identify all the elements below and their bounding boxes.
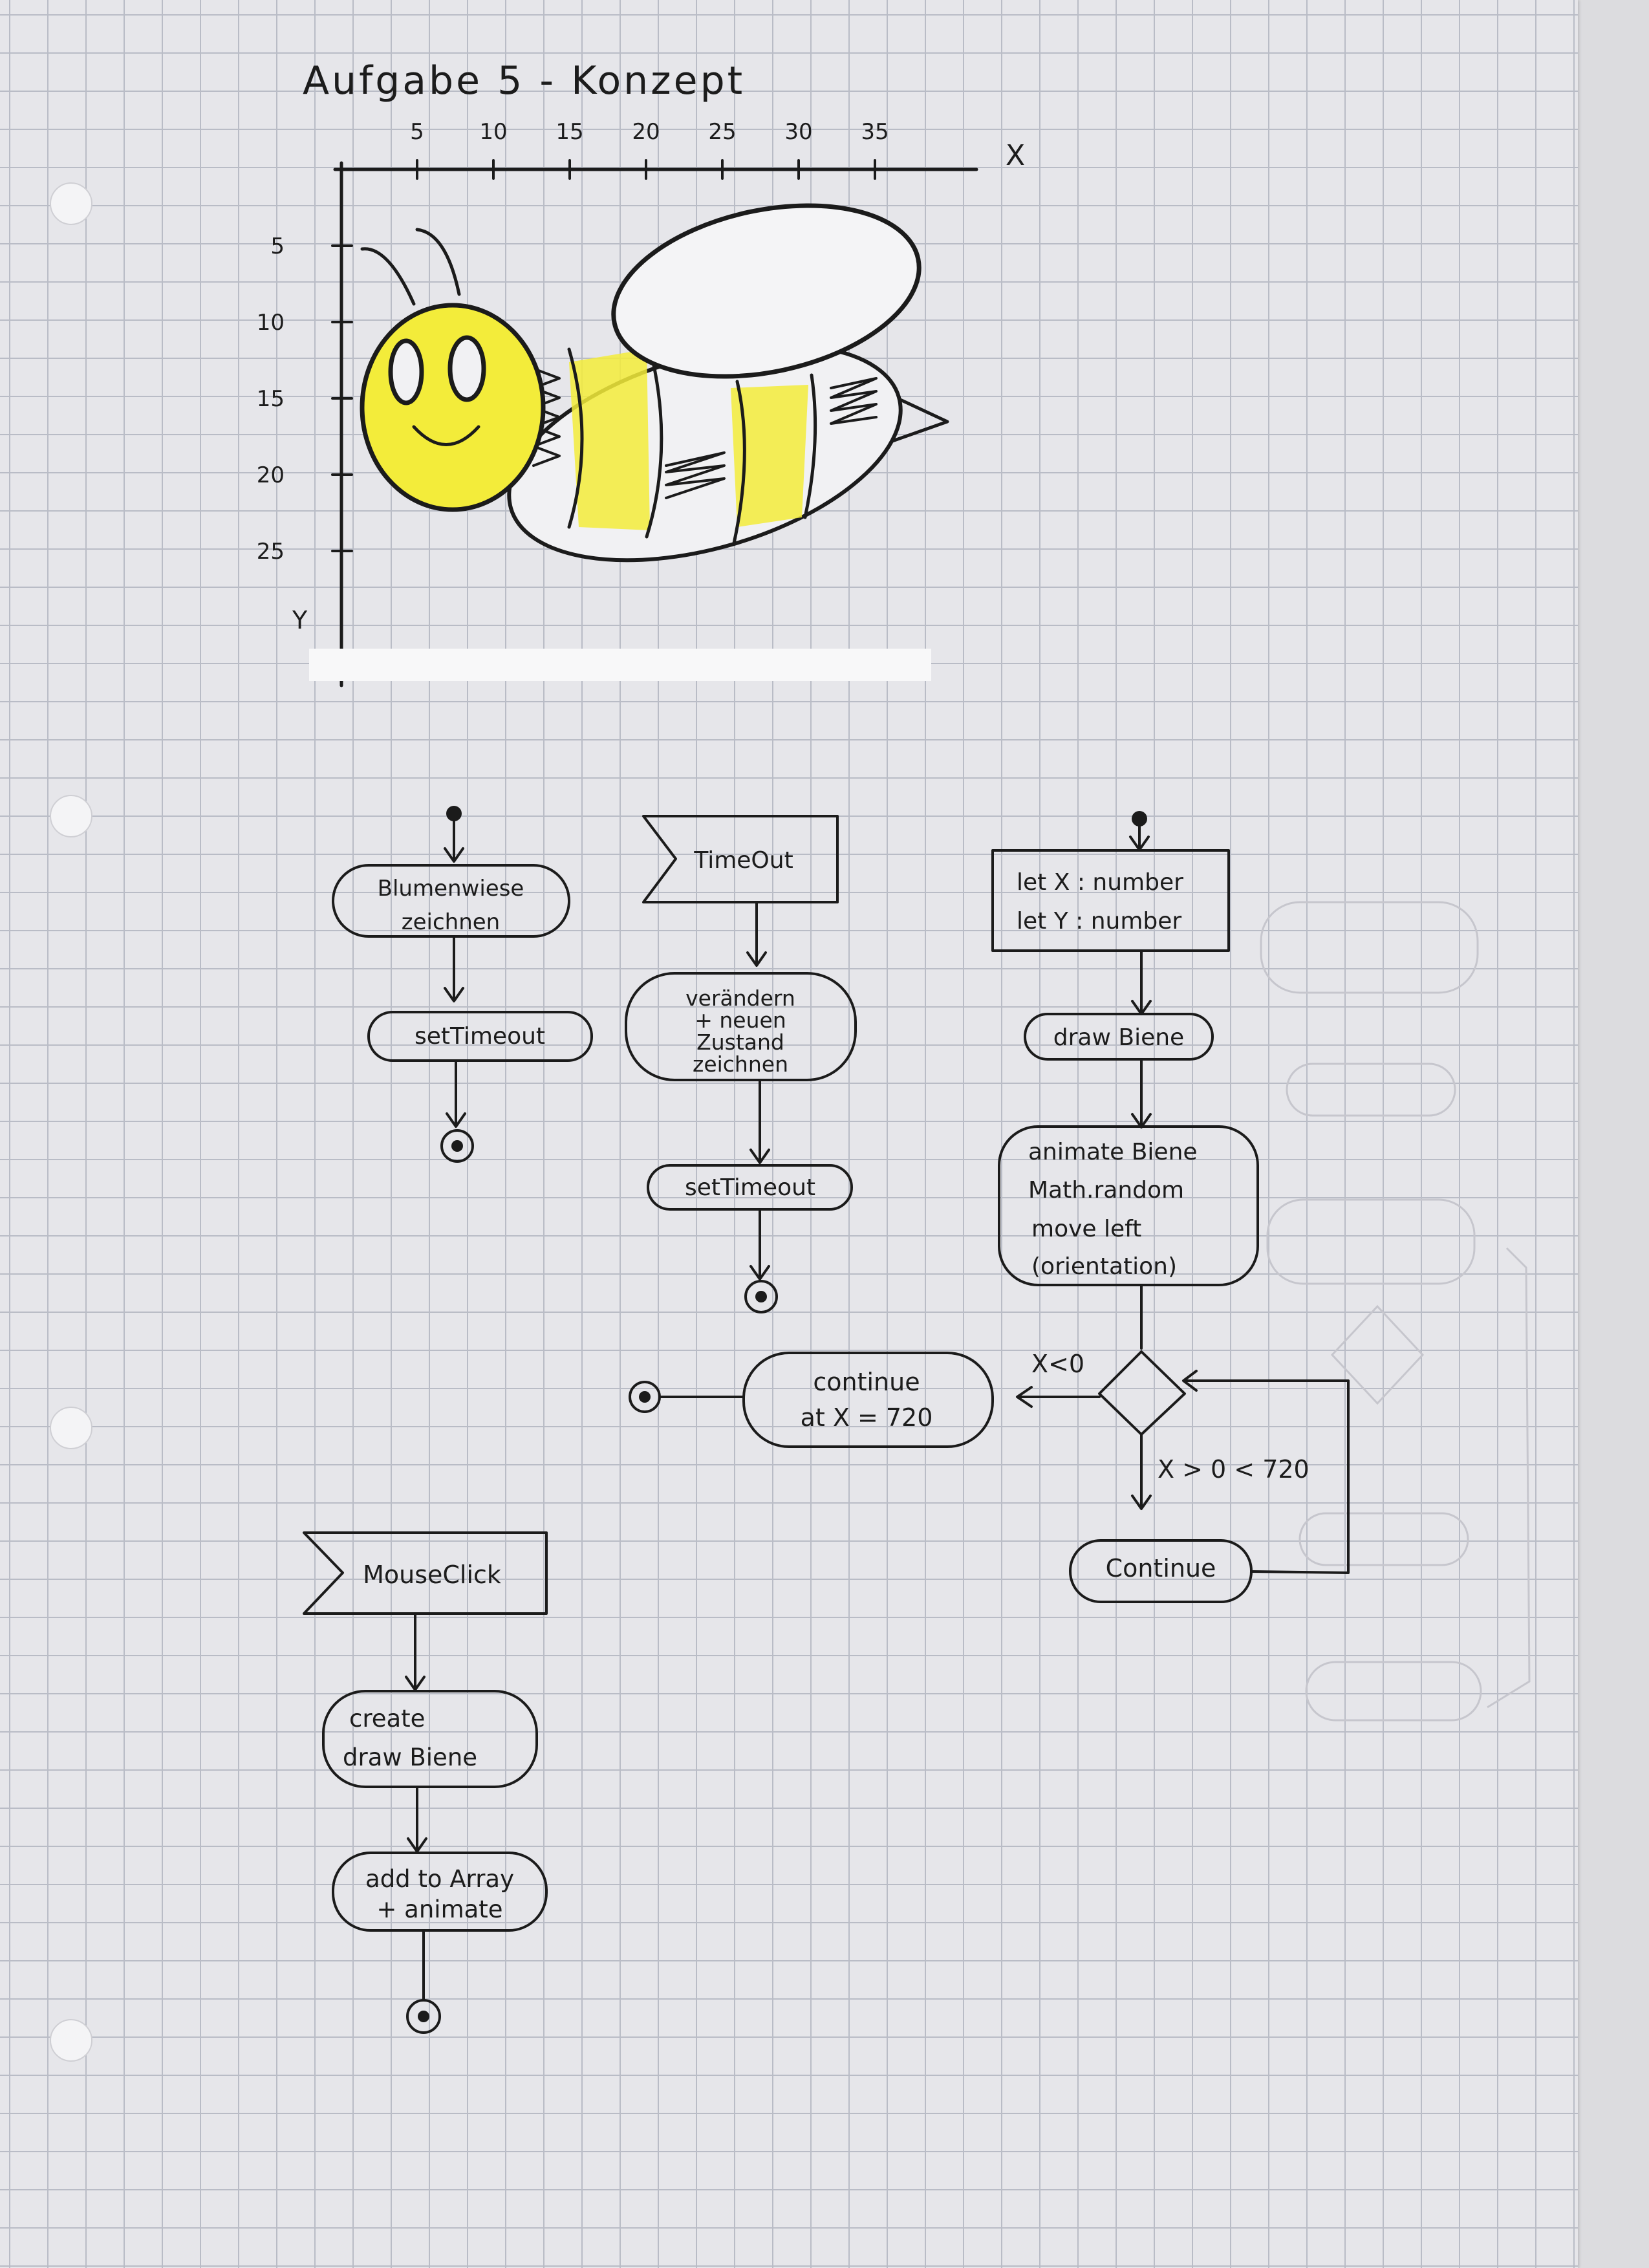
end-node-icon [418,2011,429,2022]
create-line: draw Biene [343,1744,477,1771]
start-node-icon [446,806,462,821]
y-axis-ticks: 5 10 15 20 25 [257,233,353,565]
continue-action: Continue [1106,1554,1216,1582]
punch-hole-icon [50,182,92,225]
punch-hole-icon [50,1407,92,1449]
guard-x-less-0: X<0 [1031,1350,1084,1378]
continue-at-line: continue [813,1368,920,1396]
timeout-signal: TimeOut [693,847,793,874]
decision-diamond-icon [1098,1350,1186,1436]
draw-biene-action: draw Biene [1053,1024,1184,1051]
y-tick-label: 25 [257,539,285,565]
mouseclick-signal: MouseClick [363,1561,501,1589]
x-tick-label: 20 [632,119,660,145]
page-title: Aufgabe 5 - Konzept [303,58,745,103]
guard-x-range: X > 0 < 720 [1158,1455,1310,1484]
x-axis-ticks: 5 10 15 20 25 30 35 [410,119,889,180]
signal-flag-icon [642,815,839,903]
x-tick-label: 25 [708,119,736,145]
declare-x: let X : number [1017,869,1183,896]
flow-bee: let X : number let Y : number draw Biene… [629,811,1350,1603]
animate-line: (orientation) [1031,1253,1177,1280]
y-tick-label: 5 [270,233,285,259]
y-tick-label: 15 [257,386,285,412]
signal-flag-icon [303,1531,548,1615]
end-node-icon [639,1391,651,1403]
x-tick-label: 35 [861,119,889,145]
animate-line: animate Biene [1028,1139,1198,1165]
x-tick-label: 5 [410,119,424,145]
x-tick-label: 15 [555,119,583,145]
animate-line: Math.random [1028,1177,1184,1204]
end-node-icon [451,1140,463,1152]
x-axis-label: X [1006,139,1025,172]
continue-at-line: at X = 720 [801,1403,933,1432]
ghost-bleed-through [1260,901,1531,1722]
settimeout-action-2: setTimeout [685,1174,815,1201]
y-tick-label: 10 [257,310,285,336]
correction-tape [309,649,931,681]
create-line: create [349,1705,425,1733]
x-tick-label: 30 [784,119,812,145]
settimeout-action: setTimeout [415,1023,545,1050]
y-tick-label: 20 [257,462,285,488]
add-line: add to Array [365,1865,514,1893]
start-node-icon [1132,811,1147,826]
end-node-icon [755,1291,767,1302]
bee-icon [360,203,949,563]
y-axis-label: Y [292,606,308,634]
punch-hole-icon [50,795,92,837]
declare-y: let Y : number [1017,908,1181,934]
bee-drawing [360,203,949,563]
flow-mouseclick: MouseClick create draw Biene add to Arra… [303,1531,548,2034]
punch-hole-icon [50,2019,92,2062]
coordinate-axes [333,161,978,687]
add-line: + animate [376,1895,502,1923]
x-tick-label: 10 [479,119,507,145]
animate-line: move left [1031,1216,1141,1242]
